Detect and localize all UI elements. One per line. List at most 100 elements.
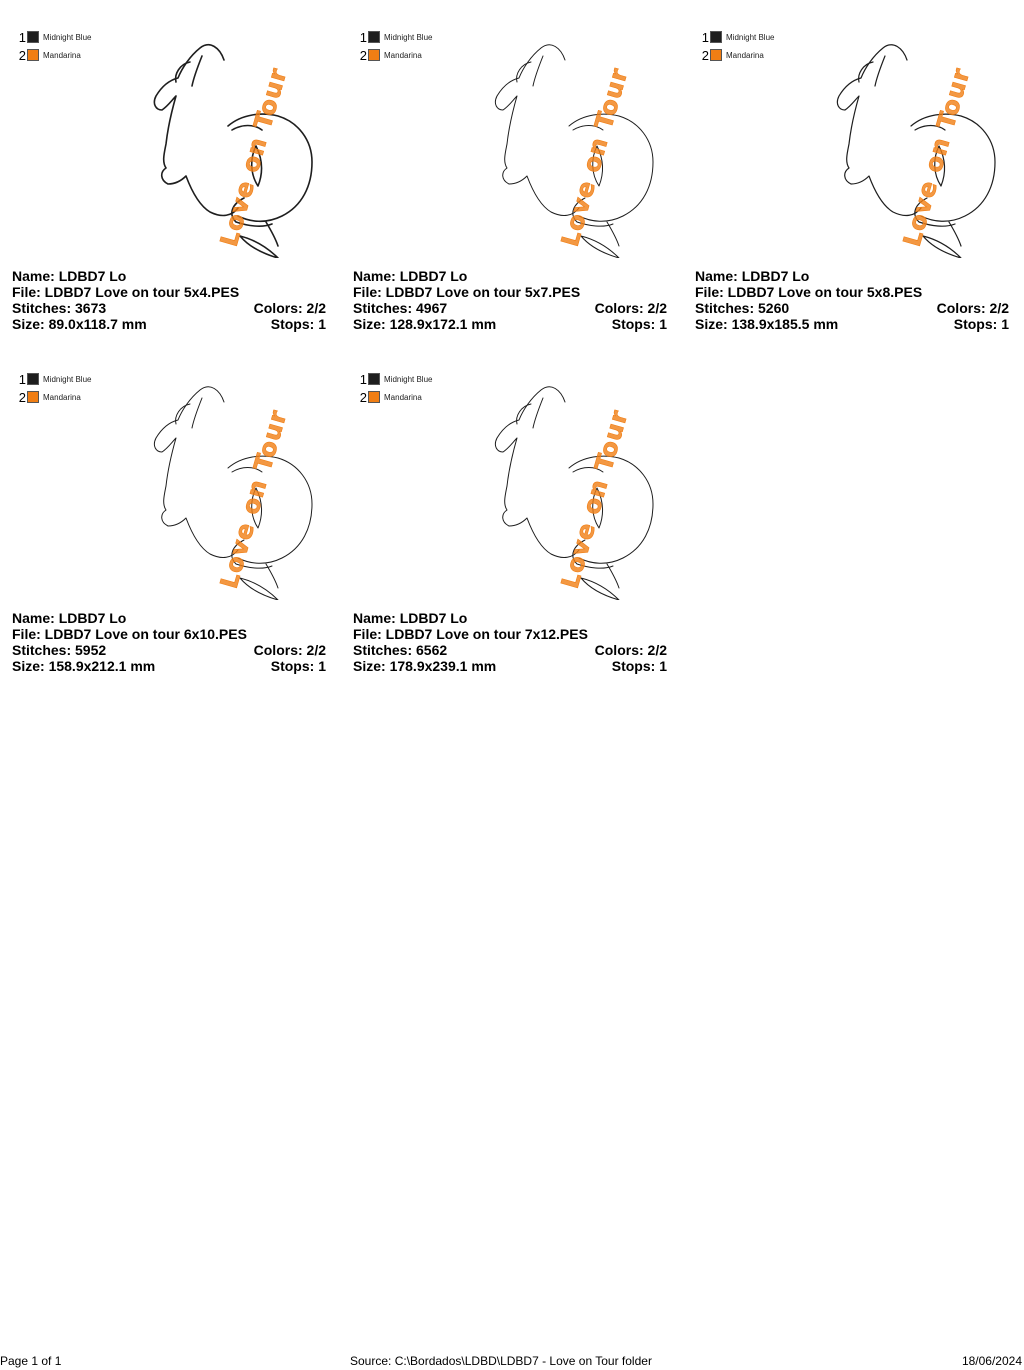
design-preview-image: Love on Tour	[494, 386, 654, 601]
design-file-row: File: LDBD7 Love on tour 7x12.PES	[353, 626, 667, 642]
design-file-label: File:	[695, 284, 724, 300]
color-count-value: 2/2	[306, 300, 326, 316]
design-file-label: File:	[353, 626, 382, 642]
design-file-row: File: LDBD7 Love on tour 6x10.PES	[12, 626, 326, 642]
design-name: Name: LDBD7 Lo	[353, 268, 467, 284]
color-count: Colors: 2/2	[595, 642, 667, 658]
stitch-count-value: 5260	[758, 300, 790, 316]
thread-number: 2	[18, 47, 26, 63]
stitch-count-label: Stitches:	[12, 642, 72, 658]
stitch-count-label: Stitches:	[12, 300, 72, 316]
stop-count: Stops: 1	[612, 316, 667, 332]
stitch-count-label: Stitches:	[695, 300, 755, 316]
design-name-value: LDBD7 Lo	[399, 610, 468, 626]
design-name: Name: LDBD7 Lo	[12, 268, 126, 284]
design-name-label: Name:	[353, 268, 396, 284]
thread-name: Midnight Blue	[726, 32, 775, 42]
design-size-row: Size: 178.9x239.1 mm Stops: 1	[353, 658, 667, 674]
thread-number: 1	[359, 371, 367, 387]
color-count: Colors: 2/2	[595, 300, 667, 316]
stitch-count-label: Stitches:	[353, 642, 413, 658]
design-name-row: Name: LDBD7 Lo	[353, 268, 667, 284]
design-size-row: Size: 128.9x172.1 mm Stops: 1	[353, 316, 667, 332]
design-file-row: File: LDBD7 Love on tour 5x4.PES	[12, 284, 326, 300]
preview-text: Love on Tour	[556, 64, 634, 249]
stop-count: Stops: 1	[612, 658, 667, 674]
preview-text: Love on Tour	[556, 406, 634, 591]
thread-name: Midnight Blue	[384, 32, 433, 42]
stop-count-label: Stops:	[953, 316, 998, 332]
stop-count-label: Stops:	[611, 658, 656, 674]
design-file-row: File: LDBD7 Love on tour 5x8.PES	[695, 284, 1009, 300]
thread-legend-row: 1 Midnight Blue	[357, 28, 433, 46]
design-size: Size: 178.9x239.1 mm	[353, 658, 496, 674]
design-file-label: File:	[12, 626, 41, 642]
footer-page: Page 1 of 1	[0, 1354, 62, 1368]
stitch-count-value: 5952	[75, 642, 107, 658]
thread-color-swatch	[710, 49, 722, 61]
color-count-value: 2/2	[989, 300, 1009, 316]
design-stitches-row: Stitches: 5260 Colors: 2/2	[695, 300, 1009, 316]
design-name-label: Name:	[12, 268, 55, 284]
design-size: Size: 128.9x172.1 mm	[353, 316, 496, 332]
design-name-value: LDBD7 Lo	[399, 268, 468, 284]
thread-name: Midnight Blue	[43, 374, 92, 384]
design-name-row: Name: LDBD7 Lo	[12, 268, 326, 284]
design-size-value: 128.9x172.1 mm	[389, 316, 497, 332]
stitch-count-value: 6562	[416, 642, 448, 658]
design-preview-image: Love on Tour	[153, 386, 313, 601]
thread-color-swatch	[27, 49, 39, 61]
design-name: Name: LDBD7 Lo	[353, 610, 467, 626]
thread-number: 1	[359, 29, 367, 45]
color-count-value: 2/2	[306, 642, 326, 658]
thread-color-swatch	[368, 49, 380, 61]
design-file: File: LDBD7 Love on tour 5x8.PES	[695, 284, 922, 300]
stop-count-label: Stops:	[270, 658, 315, 674]
thread-number: 2	[701, 47, 709, 63]
thread-color-swatch	[368, 373, 380, 385]
color-count-label: Colors:	[253, 300, 303, 316]
design-name-label: Name:	[12, 610, 55, 626]
design-preview: Love on Tour	[473, 26, 663, 259]
stop-count-label: Stops:	[611, 316, 656, 332]
design-name-value: LDBD7 Lo	[741, 268, 810, 284]
thread-name: Mandarina	[384, 392, 422, 402]
footer-date: 18/06/2024	[961, 1354, 1022, 1368]
design-stitches-row: Stitches: 5952 Colors: 2/2	[12, 642, 326, 658]
design-size: Size: 138.9x185.5 mm	[695, 316, 838, 332]
design-name-row: Name: LDBD7 Lo	[12, 610, 326, 626]
design-size-label: Size:	[12, 658, 45, 674]
thread-name: Mandarina	[726, 50, 764, 60]
thread-legend-row: 2 Mandarina	[699, 46, 774, 64]
thread-color-swatch	[27, 373, 39, 385]
design-file-value: LDBD7 Love on tour 5x8.PES	[727, 284, 923, 300]
thread-number: 1	[18, 29, 26, 45]
design-file: File: LDBD7 Love on tour 5x7.PES	[353, 284, 580, 300]
design-size: Size: 89.0x118.7 mm	[12, 316, 147, 332]
design-file: File: LDBD7 Love on tour 5x4.PES	[12, 284, 239, 300]
thread-name: Mandarina	[43, 392, 81, 402]
design-file-row: File: LDBD7 Love on tour 5x7.PES	[353, 284, 667, 300]
design-size: Size: 158.9x212.1 mm	[12, 658, 155, 674]
stop-count-value: 1	[318, 316, 326, 332]
color-count-label: Colors:	[253, 642, 303, 658]
color-count-label: Colors:	[594, 300, 644, 316]
color-count-label: Colors:	[936, 300, 986, 316]
stitch-count: Stitches: 5952	[12, 642, 106, 658]
